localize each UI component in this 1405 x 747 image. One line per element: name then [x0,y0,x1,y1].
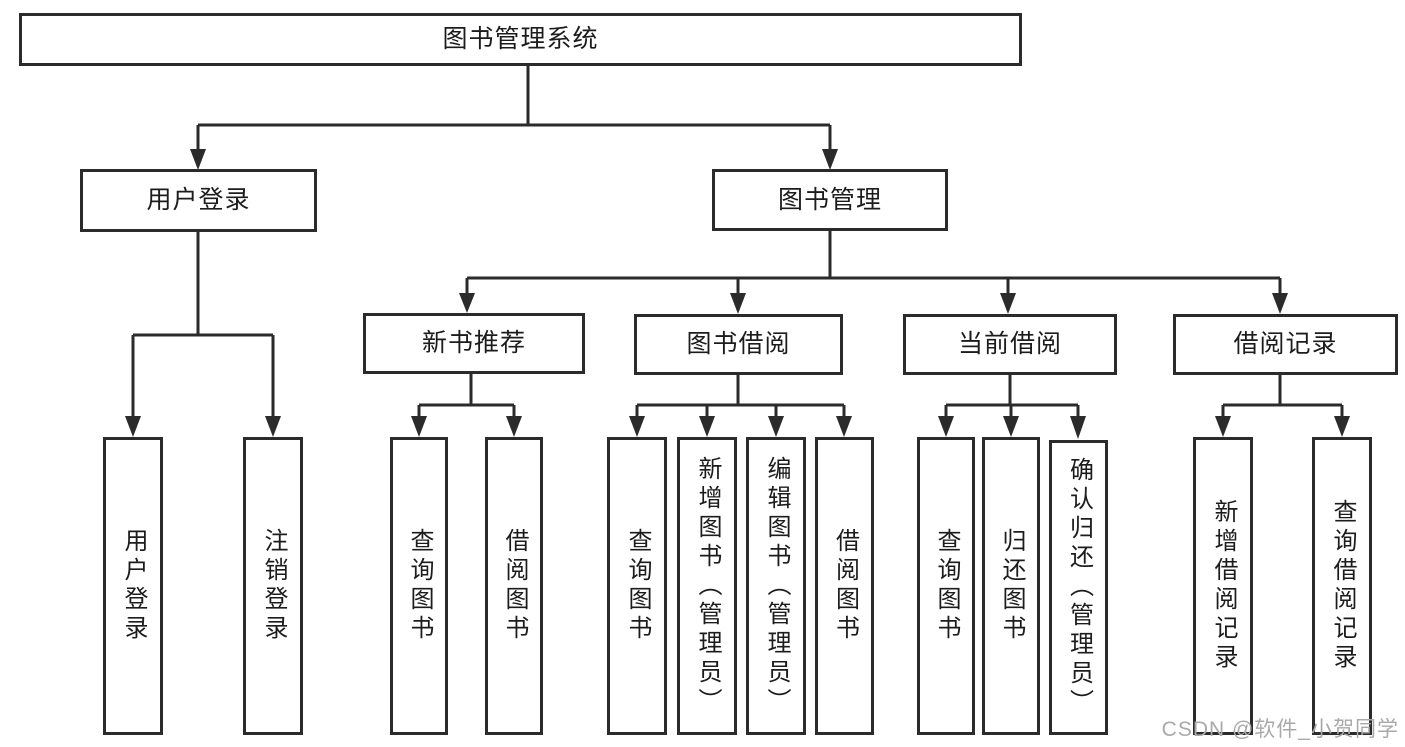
arrowheads-book-mgmt-to-level3 [459,293,1288,314]
arrowheads-user-login-children [125,416,281,437]
connector-user-login-children [131,232,275,418]
arrowheads-borrow-records-children [1215,416,1350,437]
node-query-books-2: 查询图书 [607,437,667,735]
node-query-books-1: 查询图书 [390,437,448,735]
node-query-borrow-record: 查询借阅记录 [1312,437,1372,735]
connector-root-to-level2 [196,66,832,151]
arrowheads-current-borrow-children [938,416,1086,439]
node-book-borrowing: 图书借阅 [634,314,843,375]
node-logout: 注销登录 [243,437,303,735]
node-book-management: 图书管理 [712,169,948,231]
node-borrow-books-2: 借阅图书 [815,437,874,735]
node-confirm-return-admin: 确认归还（管理员） [1049,440,1108,735]
connector-current-borrow-children [944,375,1080,418]
node-edit-books-admin: 编辑图书（管理员） [746,437,806,735]
node-new-book-recommendation: 新书推荐 [363,313,585,374]
connector-book-mgmt-to-level3 [465,231,1282,294]
arrowheads-new-book-children [411,416,522,437]
node-query-books-3: 查询图书 [917,437,975,735]
node-current-borrowing: 当前借阅 [903,314,1117,375]
connector-new-book-children [417,374,516,418]
node-library-management-system: 图书管理系统 [19,13,1022,66]
node-user-login: 用户登录 [80,169,317,232]
node-add-books-admin: 新增图书（管理员） [677,437,737,735]
arrowheads-root-to-level2 [190,149,838,170]
node-add-borrow-record: 新增借阅记录 [1193,437,1253,735]
connector-book-borrow-children [635,375,846,418]
node-borrow-books-1: 借阅图书 [485,437,543,735]
node-user-login-leaf: 用户登录 [103,437,163,735]
arrowheads-book-borrow-children [629,416,852,437]
connector-borrow-records-children [1221,375,1344,418]
node-return-books: 归还图书 [982,437,1040,735]
csdn-watermark: CSDN @软件_小贺同学 [1161,718,1399,741]
node-borrowing-records: 借阅记录 [1173,314,1398,375]
